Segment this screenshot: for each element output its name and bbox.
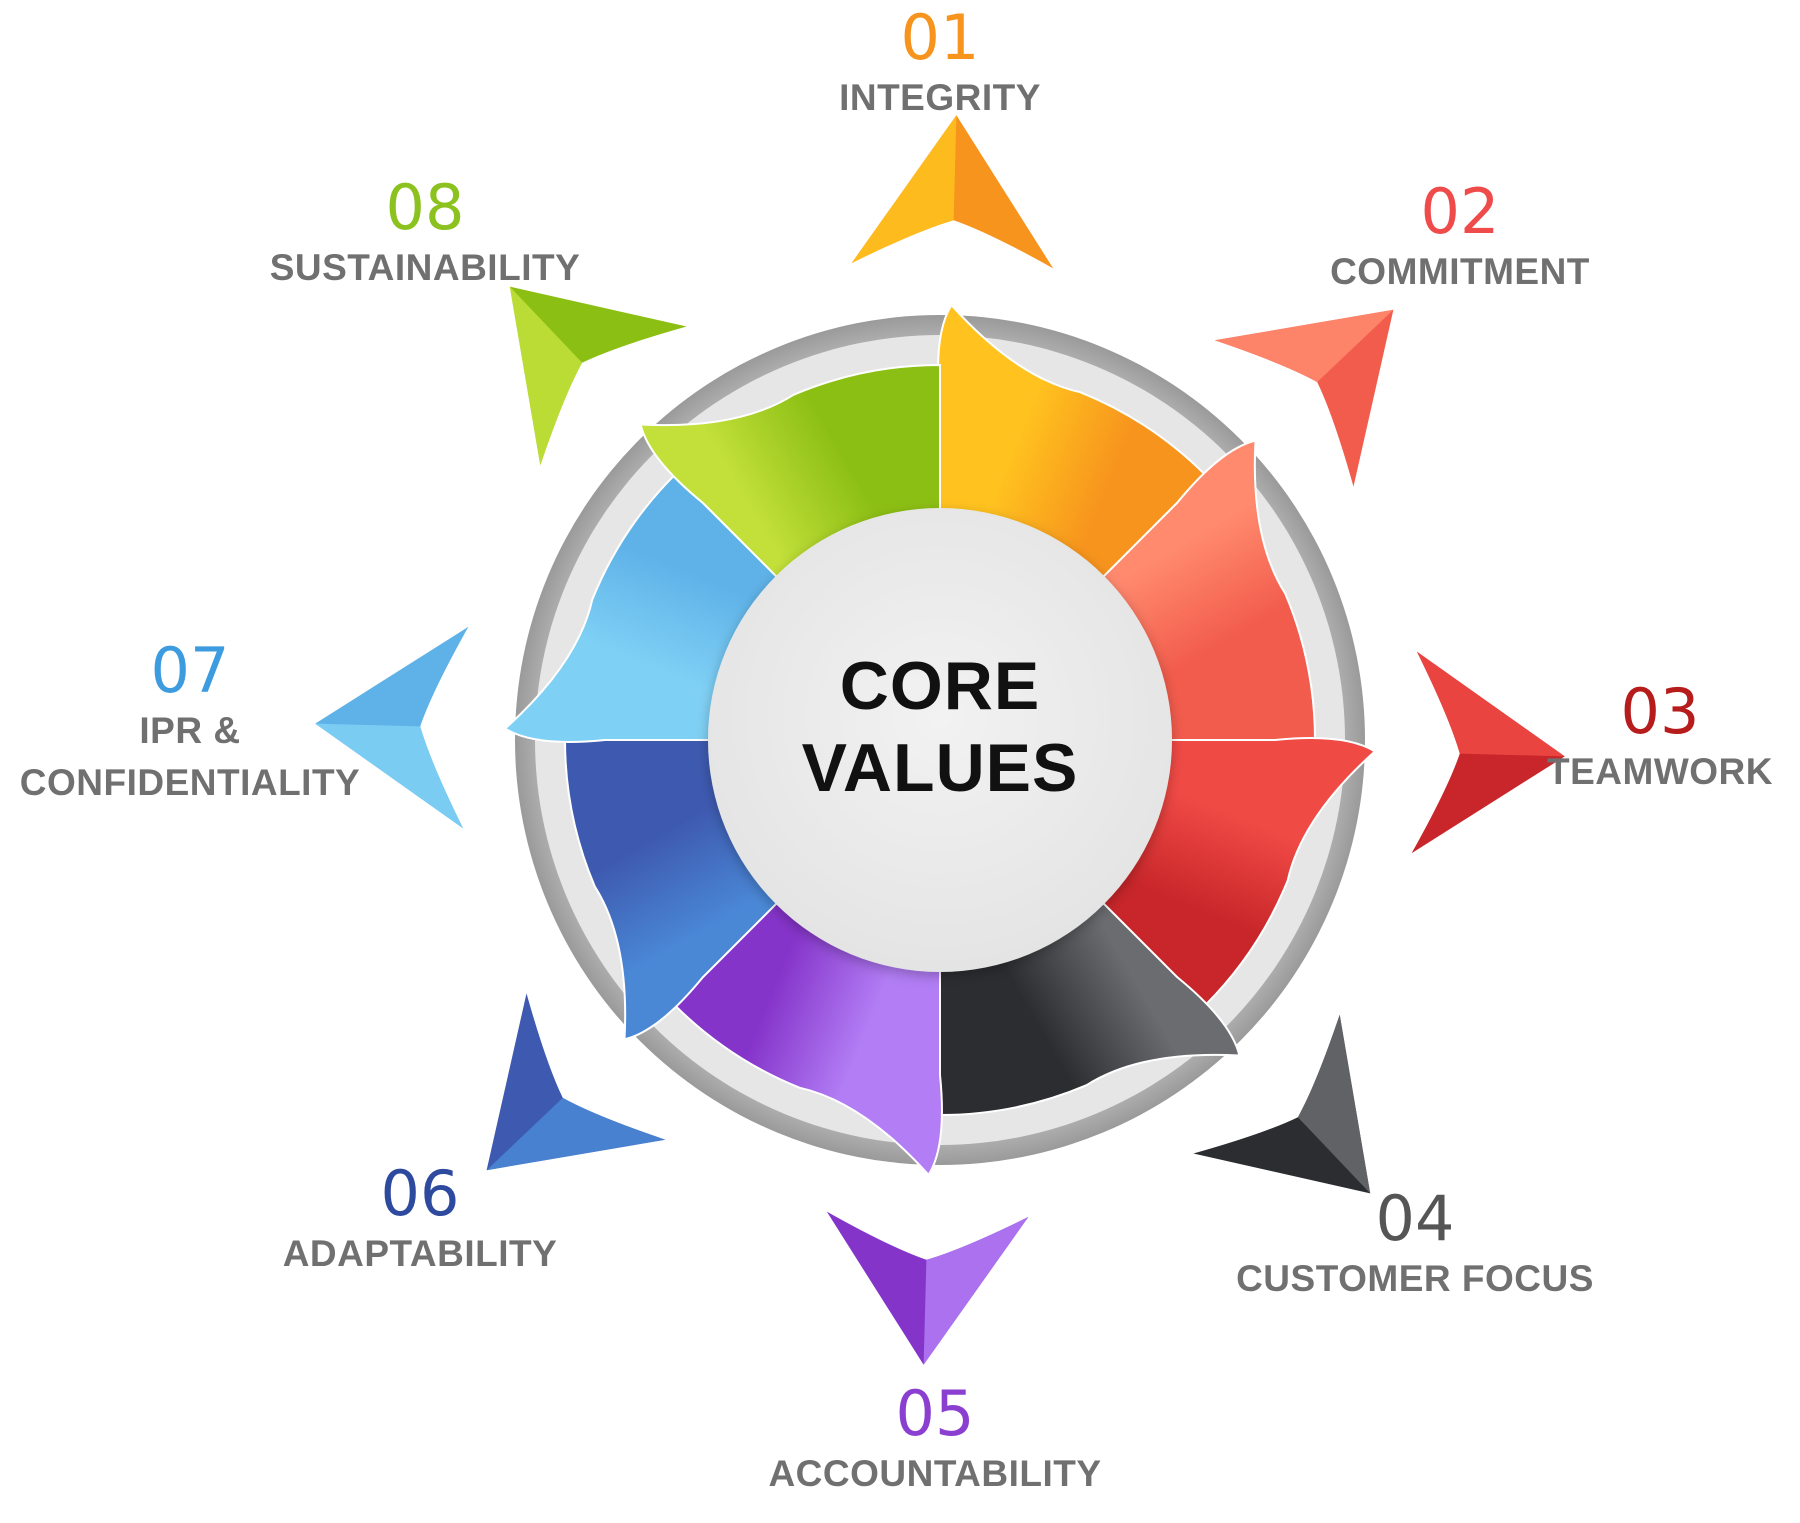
- arrow-highlight-01: [851, 115, 957, 264]
- value-label-08: 08 SUSTAINABILITY: [250, 174, 600, 294]
- value-title-01: INTEGRITY: [839, 77, 1041, 118]
- value-title-06: ADAPTABILITY: [282, 1233, 558, 1274]
- center-title-line2: VALUES: [801, 730, 1079, 806]
- arrow-highlight-03: [1416, 651, 1565, 757]
- value-title-02: COMMITMENT: [1330, 251, 1590, 292]
- value-label-04: 04 CUSTOMER FOCUS: [1215, 1185, 1615, 1305]
- center-title-line1: CORE: [839, 648, 1041, 724]
- center-title: CORE VALUES: [700, 645, 1180, 809]
- value-number-08: 08: [385, 171, 465, 244]
- value-label-05: 05 ACCOUNTABILITY: [735, 1380, 1135, 1500]
- value-segments: [503, 303, 1377, 1177]
- value-number-06: 06: [380, 1157, 460, 1230]
- value-number-05: 05: [895, 1377, 975, 1450]
- value-title-07-line1: IPR &: [139, 710, 241, 751]
- value-number-01: 01: [900, 1, 980, 74]
- value-label-01: 01 INTEGRITY: [790, 4, 1090, 124]
- value-number-07: 07: [150, 634, 230, 707]
- arrow-highlight-06: [486, 1097, 666, 1171]
- compass-arrows: [315, 115, 1565, 1365]
- value-title-05: ACCOUNTABILITY: [768, 1453, 1102, 1494]
- arrow-highlight-05: [923, 1216, 1029, 1365]
- value-label-03: 03 TEAMWORK: [1525, 678, 1795, 798]
- value-number-04: 04: [1375, 1182, 1455, 1255]
- arrow-highlight-07: [315, 723, 464, 829]
- value-title-07-line2: CONFIDENTIALITY: [19, 762, 361, 803]
- arrow-highlight-04: [1297, 1014, 1371, 1194]
- value-label-02: 02 COMMITMENT: [1290, 178, 1630, 298]
- value-number-02: 02: [1420, 175, 1500, 248]
- value-label-07: 07 IPR & CONFIDENTIALITY: [0, 637, 380, 809]
- value-title-04: CUSTOMER FOCUS: [1236, 1258, 1594, 1299]
- arrow-highlight-08: [509, 286, 583, 466]
- value-title-03: TEAMWORK: [1547, 751, 1773, 792]
- value-label-06: 06 ADAPTABILITY: [255, 1160, 585, 1280]
- value-title-08: SUSTAINABILITY: [269, 247, 581, 288]
- center-hub: [708, 508, 1172, 972]
- arrow-highlight-02: [1214, 309, 1394, 383]
- value-number-03: 03: [1620, 675, 1700, 748]
